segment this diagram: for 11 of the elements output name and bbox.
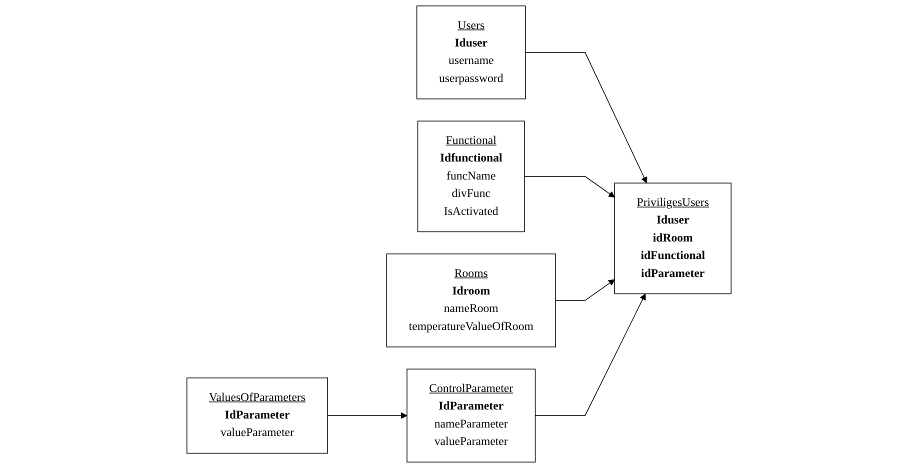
node-box: ValuesOfParameters IdParameter valueParameter bbox=[186, 378, 328, 454]
node-box: ControlParameter IdParameter nameParameter valueParameter bbox=[406, 368, 536, 462]
node-box: PriviligesUsers Iduser idRoom idFunctional idParameter bbox=[614, 182, 731, 294]
node-box: Rooms Idroom nameRoom temperatureValueOfRoom bbox=[386, 254, 556, 348]
arrow bbox=[524, 52, 647, 184]
arrow bbox=[524, 176, 614, 198]
arrow bbox=[326, 412, 407, 419]
node-box: Functional Idfunctional funcName divFunc IsActivated bbox=[416, 120, 524, 232]
arrow bbox=[534, 293, 646, 416]
arrow bbox=[554, 279, 614, 301]
node-box: Users Iduser username userpassword bbox=[416, 6, 526, 100]
